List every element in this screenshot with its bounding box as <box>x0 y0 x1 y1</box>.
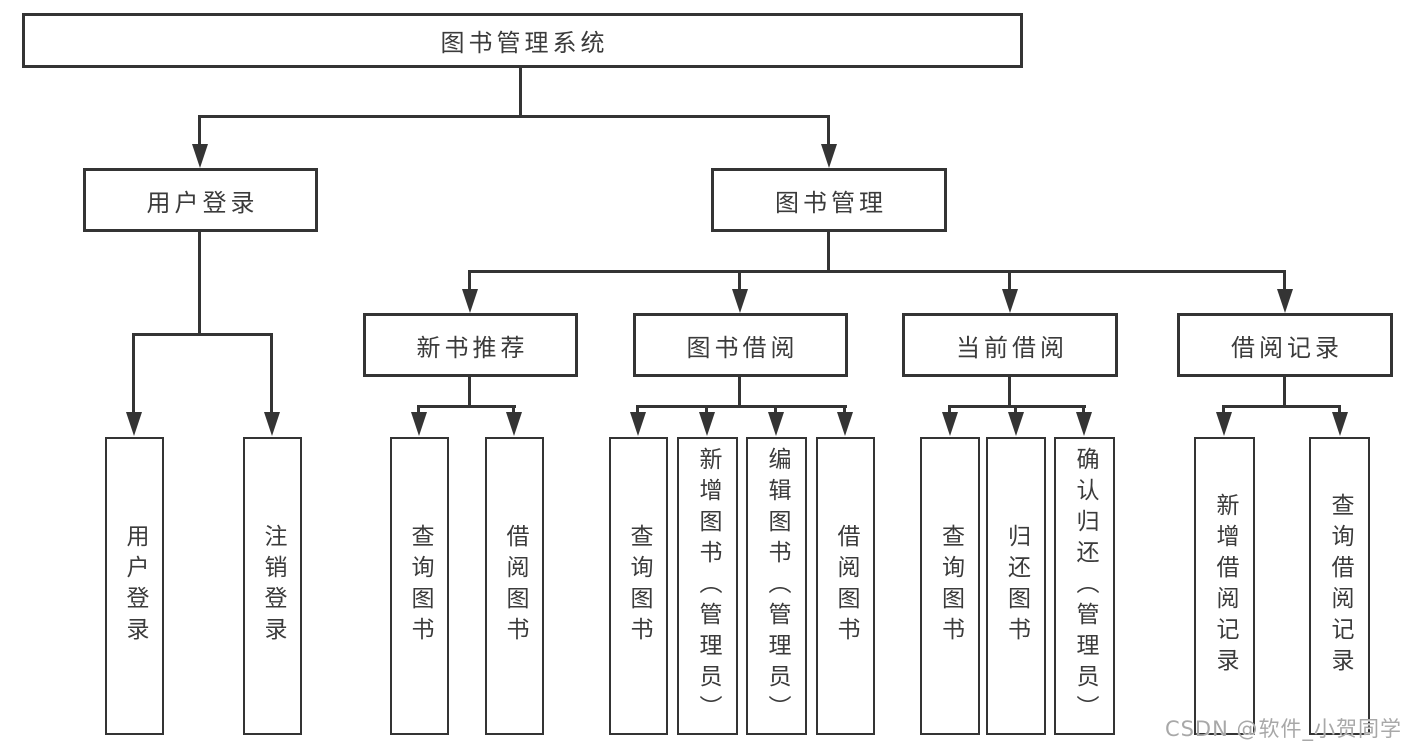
arrow-to-current-borrow <box>1002 289 1018 313</box>
arrow-to-add-borrow-record <box>1216 412 1232 436</box>
leaf-query-book-current-label: 查询图书 <box>937 524 964 648</box>
arrow-to-query-book-recommend <box>411 412 427 436</box>
leaf-logout: 注销登录 <box>243 437 302 735</box>
arrow-to-query-borrow-record <box>1332 412 1348 436</box>
leaf-user-login-label: 用户登录 <box>122 524 148 648</box>
leaf-query-borrow-record: 查询借阅记录 <box>1309 437 1370 735</box>
leaf-add-book-admin: 新增图书（管理员） <box>677 437 738 735</box>
connector-drop-borrow-book <box>843 405 846 415</box>
connector-new-book-recommend-stub <box>468 377 471 408</box>
connector-drop-confirm-return-admin <box>1082 405 1085 415</box>
connector-drop-current-borrow <box>1008 270 1011 292</box>
connector-book-borrow-hline <box>636 405 847 408</box>
arrow-to-user-login <box>192 144 208 168</box>
connector-current-borrow-hline <box>948 405 1086 408</box>
connector-drop-book-borrow <box>738 270 741 292</box>
leaf-add-borrow-record: 新增借阅记录 <box>1194 437 1255 735</box>
arrow-to-add-book-admin <box>699 412 715 436</box>
connector-root-stub <box>519 68 522 118</box>
node-borrow-record-label: 借阅记录 <box>1231 333 1343 362</box>
connector-drop-user-login <box>198 115 201 146</box>
arrow-to-new-book-recommend <box>462 289 478 313</box>
connector-level2-hline <box>198 115 830 118</box>
arrow-to-query-book-current <box>942 412 958 436</box>
arrow-to-borrow-book-recommend <box>506 412 522 436</box>
connector-borrow-record-stub <box>1283 377 1286 408</box>
connector-drop-query-book-current <box>948 405 951 415</box>
node-current-borrow: 当前借阅 <box>902 313 1118 377</box>
node-user-login: 用户登录 <box>83 168 318 232</box>
connector-user-login-stub <box>198 232 201 335</box>
connector-book-management-stub <box>827 232 830 273</box>
arrow-to-book-borrow <box>732 289 748 313</box>
node-user-login-label: 用户登录 <box>146 188 259 217</box>
arrow-to-borrow-record <box>1277 289 1293 313</box>
node-book-borrow-label: 图书借阅 <box>686 333 799 362</box>
connector-drop-add-borrow-record <box>1222 405 1225 415</box>
leaf-borrow-book-recommend: 借阅图书 <box>485 437 544 735</box>
connector-drop-edit-book-admin <box>774 405 777 415</box>
node-new-book-recommend: 新书推荐 <box>363 313 578 377</box>
arrow-to-leaf-user-login <box>126 412 142 436</box>
connector-level3-hline <box>468 270 1286 273</box>
connector-drop-query-book-borrow <box>636 405 639 415</box>
arrow-to-edit-book-admin <box>768 412 784 436</box>
leaf-confirm-return-admin: 确认归还（管理员） <box>1054 437 1115 735</box>
node-borrow-record: 借阅记录 <box>1177 313 1393 377</box>
connector-drop-query-borrow-record <box>1338 405 1341 415</box>
connector-drop-borrow-book-recommend <box>512 405 515 415</box>
leaf-edit-book-admin-label: 编辑图书（管理员） <box>764 446 790 726</box>
connector-new-book-recommend-hline <box>417 405 516 408</box>
connector-drop-add-book-admin <box>705 405 708 415</box>
leaf-query-book-recommend-label: 查询图书 <box>407 524 433 648</box>
arrow-to-book-management <box>821 144 837 168</box>
leaf-edit-book-admin: 编辑图书（管理员） <box>746 437 807 735</box>
node-book-management: 图书管理 <box>711 168 947 232</box>
arrow-to-leaf-logout <box>264 412 280 436</box>
node-root: 图书管理系统 <box>22 13 1023 68</box>
arrow-to-borrow-book <box>837 412 853 436</box>
arrow-to-confirm-return-admin <box>1076 412 1092 436</box>
node-new-book-recommend-label: 新书推荐 <box>416 333 529 362</box>
connector-drop-borrow-record <box>1283 270 1286 292</box>
connector-drop-leaf-logout <box>270 333 273 414</box>
leaf-add-book-admin-label: 新增图书（管理员） <box>695 446 721 726</box>
leaf-borrow-book-label: 借阅图书 <box>833 524 859 648</box>
leaf-query-borrow-record-label: 查询借阅记录 <box>1327 493 1353 679</box>
connector-drop-leaf-user-login <box>132 333 135 414</box>
leaf-logout-label: 注销登录 <box>260 524 286 648</box>
connector-drop-book-management <box>827 115 830 146</box>
leaf-borrow-book: 借阅图书 <box>816 437 875 735</box>
leaf-query-book-borrow-label: 查询图书 <box>626 524 652 648</box>
connector-user-login-hline <box>132 333 273 336</box>
leaf-borrow-book-recommend-label: 借阅图书 <box>502 524 528 648</box>
leaf-user-login: 用户登录 <box>105 437 164 735</box>
connector-book-borrow-stub <box>738 377 741 408</box>
connector-current-borrow-stub <box>1008 377 1011 408</box>
arrow-to-return-book <box>1008 412 1024 436</box>
connector-borrow-record-hline <box>1222 405 1341 408</box>
node-book-borrow: 图书借阅 <box>633 313 848 377</box>
node-root-label: 图书管理系统 <box>440 29 609 57</box>
leaf-query-book-borrow: 查询图书 <box>609 437 668 735</box>
leaf-return-book-label: 归还图书 <box>1003 524 1030 648</box>
leaf-return-book: 归还图书 <box>986 437 1046 735</box>
connector-drop-new-book-recommend <box>468 270 471 292</box>
leaf-confirm-return-admin-label: 确认归还（管理员） <box>1072 446 1098 726</box>
leaf-add-borrow-record-label: 新增借阅记录 <box>1212 493 1238 679</box>
leaf-query-book-recommend: 查询图书 <box>390 437 449 735</box>
node-book-management-label: 图书管理 <box>775 188 887 217</box>
csdn-watermark: CSDN @软件_小贺同学 <box>1164 717 1402 741</box>
node-current-borrow-label: 当前借阅 <box>956 333 1068 362</box>
arrow-to-query-book-borrow <box>630 412 646 436</box>
leaf-query-book-current: 查询图书 <box>920 437 980 735</box>
connector-drop-return-book <box>1014 405 1017 415</box>
connector-drop-query-book-recommend <box>417 405 420 415</box>
